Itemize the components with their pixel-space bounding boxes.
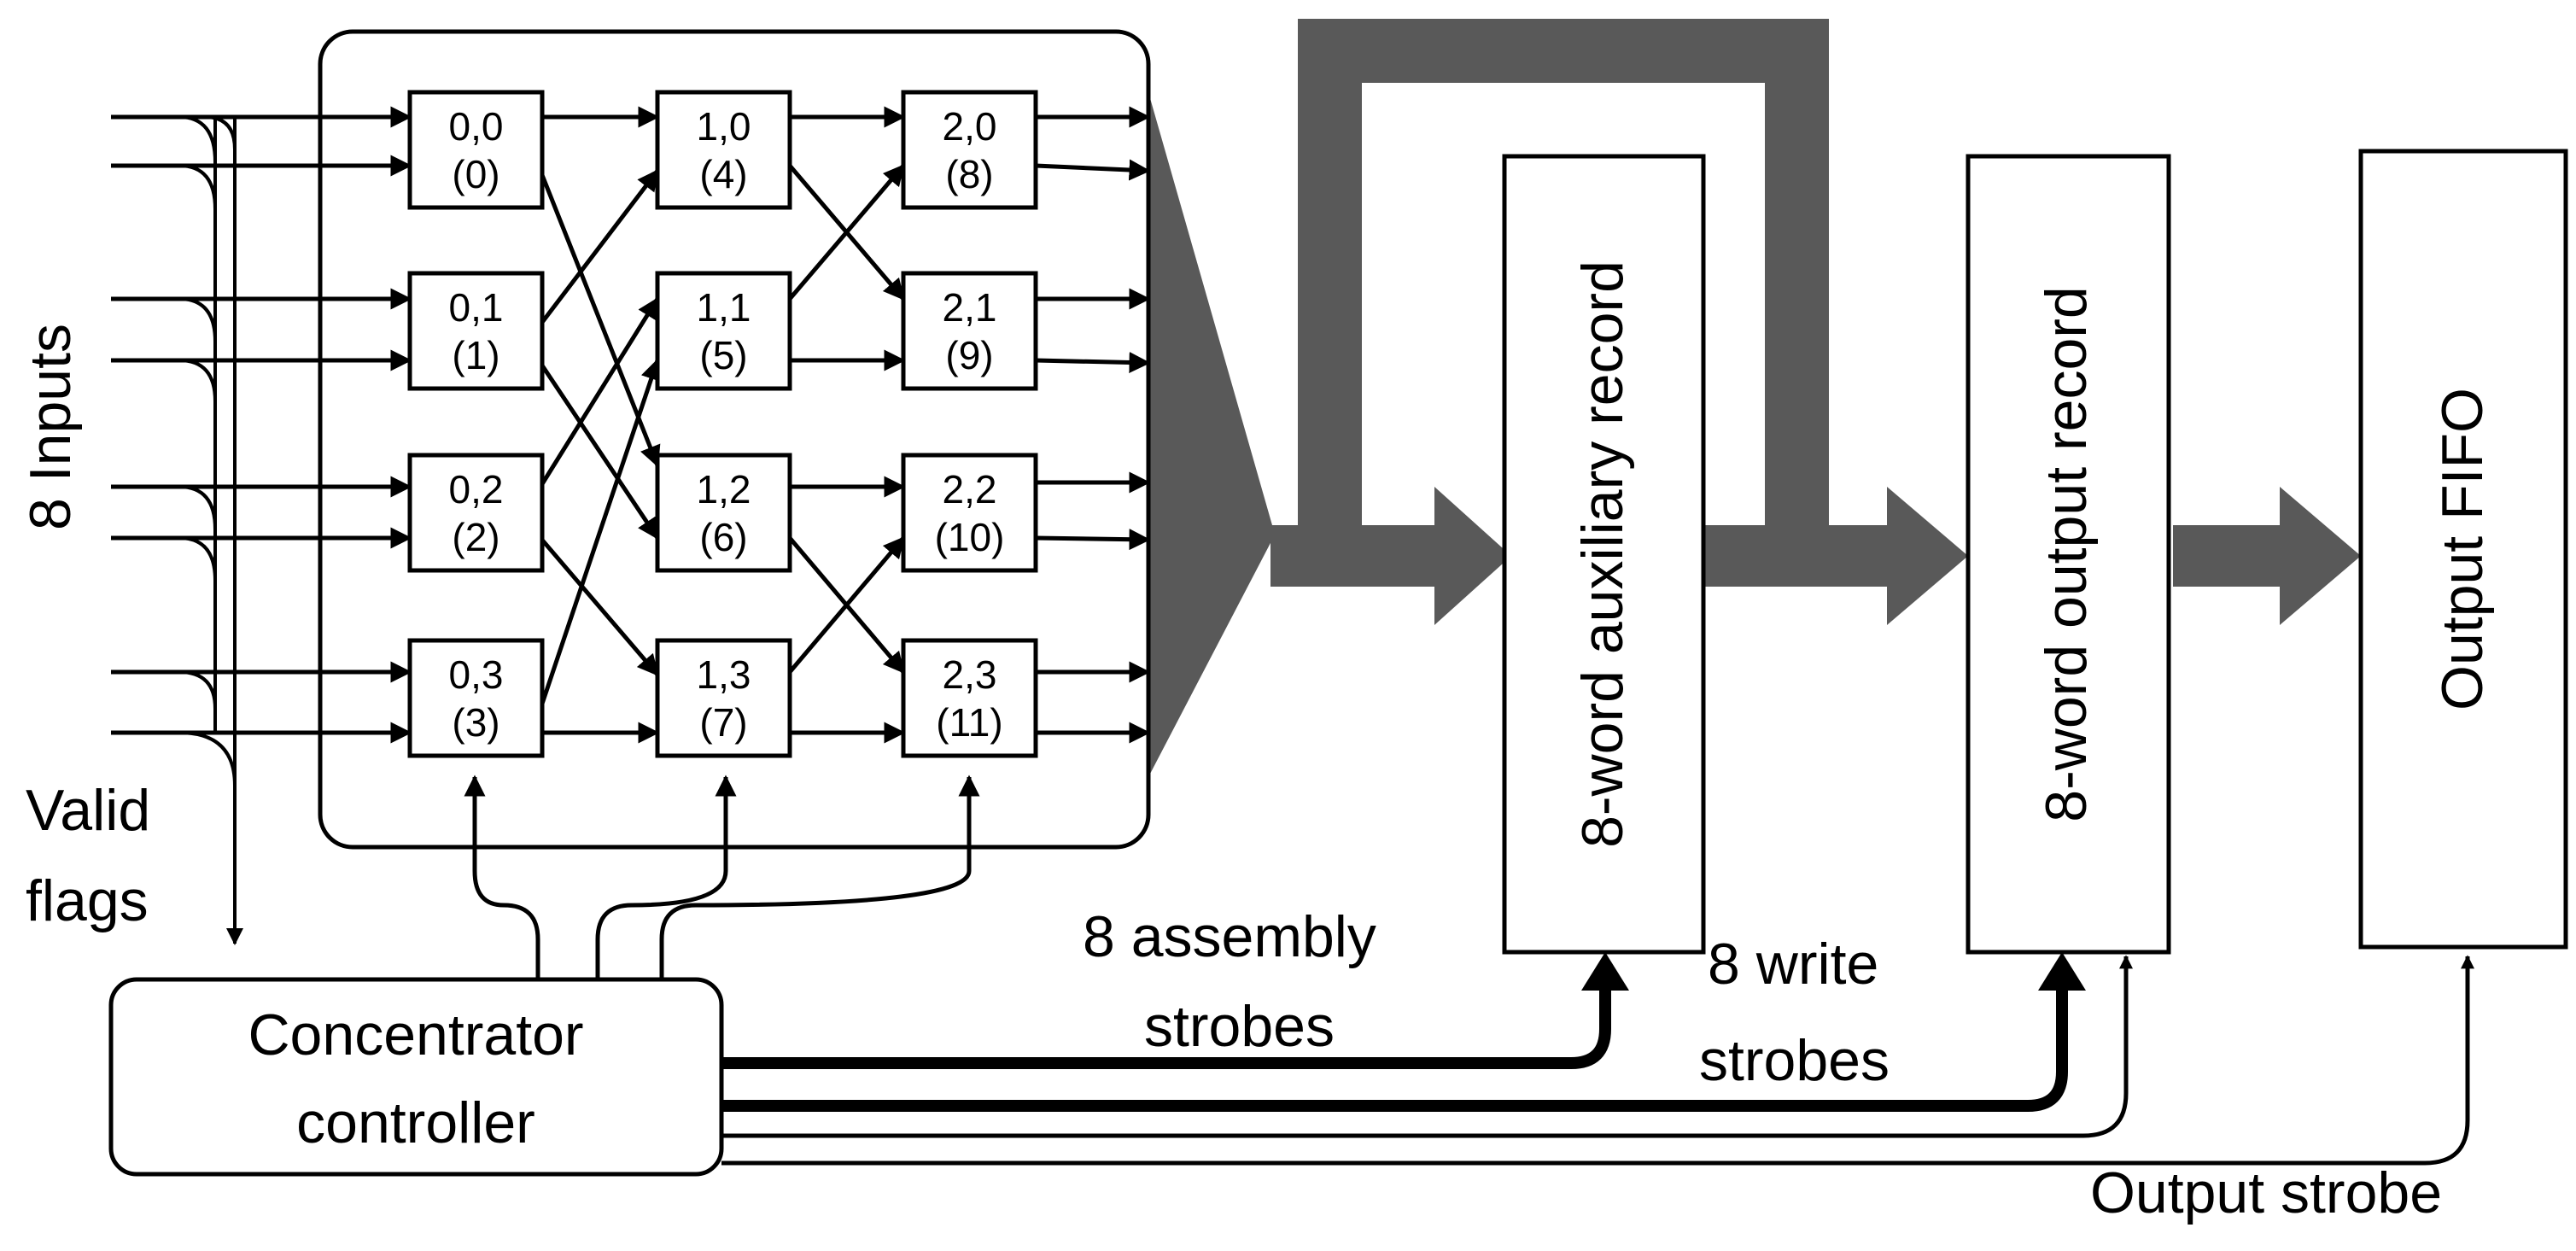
valid-flags-label-line2: flags: [26, 868, 149, 933]
controller-label-line2: controller: [296, 1090, 535, 1155]
switch-node-coord: 2,3: [943, 652, 997, 697]
bus-to-aux-record: [1270, 525, 1452, 587]
switch-node-box: [407, 90, 545, 210]
aux-record-box: [1502, 154, 1706, 955]
switch-node-grid: 0,0(0)0,1(1)0,2(2)0,3(3)1,0(4)1,1(5)1,2(…: [407, 90, 1038, 758]
switch-node-coord: 0,2: [449, 467, 504, 512]
switch-node-coord: 0,3: [449, 652, 504, 697]
switch-node-index: (9): [945, 333, 993, 377]
assembly-strobes-label-line2: strobes: [1144, 994, 1335, 1059]
switch-node-box: [901, 638, 1038, 758]
switch-node-box: [655, 638, 792, 758]
switch-node-index: (11): [936, 700, 1002, 745]
fifo-box: [2358, 149, 2568, 950]
switch-node-index: (7): [699, 700, 747, 745]
output-strobe-line: [721, 955, 2475, 1166]
output-strobe-label: Output strobe: [2090, 1160, 2442, 1225]
switch-node-index: (0): [452, 152, 499, 196]
switch-node: 2,2(10): [901, 453, 1038, 573]
bus-arrowhead-output: [1887, 487, 1968, 625]
assembly-strobe-arrowhead: [1581, 952, 1629, 991]
switch-node: 1,0(4): [655, 90, 792, 210]
write-strobes-label-line2: strobes: [1699, 1028, 1890, 1093]
switch-node: 1,2(6): [655, 453, 792, 573]
switch-node: 1,3(7): [655, 638, 792, 758]
network-output-funnel: [1148, 92, 1272, 777]
network-container: [318, 29, 1151, 850]
write-strobes-label-line1: 8 write: [1708, 932, 1878, 997]
concentrator-controller-box: [108, 977, 724, 1177]
storage-blocks: [1502, 149, 2568, 955]
bus-to-fifo: [2173, 525, 2297, 587]
valid-flags-label-line1: Valid: [26, 778, 150, 843]
switch-node: 0,1(1): [407, 271, 545, 391]
valid-flag-taps: [178, 115, 243, 945]
switch-node: 2,0(8): [901, 90, 1038, 210]
assembly-strobes-label-line1: 8 assembly: [1083, 904, 1376, 969]
switch-node: 2,3(11): [901, 638, 1038, 758]
write-strobe-bus: [721, 982, 2068, 1112]
switch-node-coord: 2,2: [943, 467, 997, 512]
switch-node-box: [655, 453, 792, 573]
switch-node-box: [407, 638, 545, 758]
aux-record-label: 8-word auxiliary record: [1570, 260, 1635, 848]
switch-node-box: [655, 90, 792, 210]
switch-node: 2,1(9): [901, 271, 1038, 391]
switch-node-coord: 1,0: [697, 104, 751, 149]
assembly-strobe-bus: [721, 982, 1611, 1069]
controller-label-line1: Concentrator: [248, 1003, 583, 1067]
switch-node-index: (10): [935, 515, 1005, 559]
switch-node-index: (3): [452, 700, 499, 745]
switch-node-index: (8): [945, 152, 993, 196]
input-lines: [111, 106, 412, 744]
switch-node-coord: 1,2: [697, 467, 751, 512]
switch-node: 0,0(0): [407, 90, 545, 210]
switch-node-coord: 0,1: [449, 285, 504, 330]
switch-node-box: [901, 90, 1038, 210]
switch-node-box: [655, 271, 792, 391]
switch-node-coord: 2,1: [943, 285, 997, 330]
interconnect-lines: [538, 106, 1151, 744]
fifo-label: Output FIFO: [2430, 388, 2495, 710]
switch-node-index: (2): [452, 515, 499, 559]
output-record-box: [1966, 154, 2171, 955]
switch-node-index: (6): [699, 515, 747, 559]
bypass-bus-loop: [1298, 19, 1829, 525]
switch-node-index: (5): [699, 333, 747, 377]
switch-node-coord: 0,0: [449, 104, 504, 149]
write-strobe-thin: [721, 955, 2134, 1138]
output-record-label: 8-word output record: [2034, 286, 2099, 821]
switch-node: 0,3(3): [407, 638, 545, 758]
switch-node: 0,2(2): [407, 453, 545, 573]
switch-node-coord: 1,1: [697, 285, 751, 330]
inputs-label: 8 Inputs: [18, 324, 83, 530]
switch-node-box: [901, 453, 1038, 573]
switch-node-box: [901, 271, 1038, 391]
switch-node-index: (4): [699, 152, 747, 196]
switch-node: 1,1(5): [655, 271, 792, 391]
switch-node-index: (1): [452, 333, 499, 377]
bus-arrowhead-fifo: [2280, 487, 2361, 625]
write-strobe-arrowhead: [2038, 952, 2086, 991]
bus-to-output-record: [1704, 525, 1902, 587]
bus-arrowhead-aux: [1434, 487, 1511, 625]
switch-node-box: [407, 271, 545, 391]
data-bus: [1148, 19, 2361, 777]
switch-node-box: [407, 453, 545, 573]
switch-node-coord: 1,3: [697, 652, 751, 697]
controller-node-control: [464, 775, 980, 979]
strobe-lines: [721, 952, 2475, 1166]
switch-node-coord: 2,0: [943, 104, 997, 149]
